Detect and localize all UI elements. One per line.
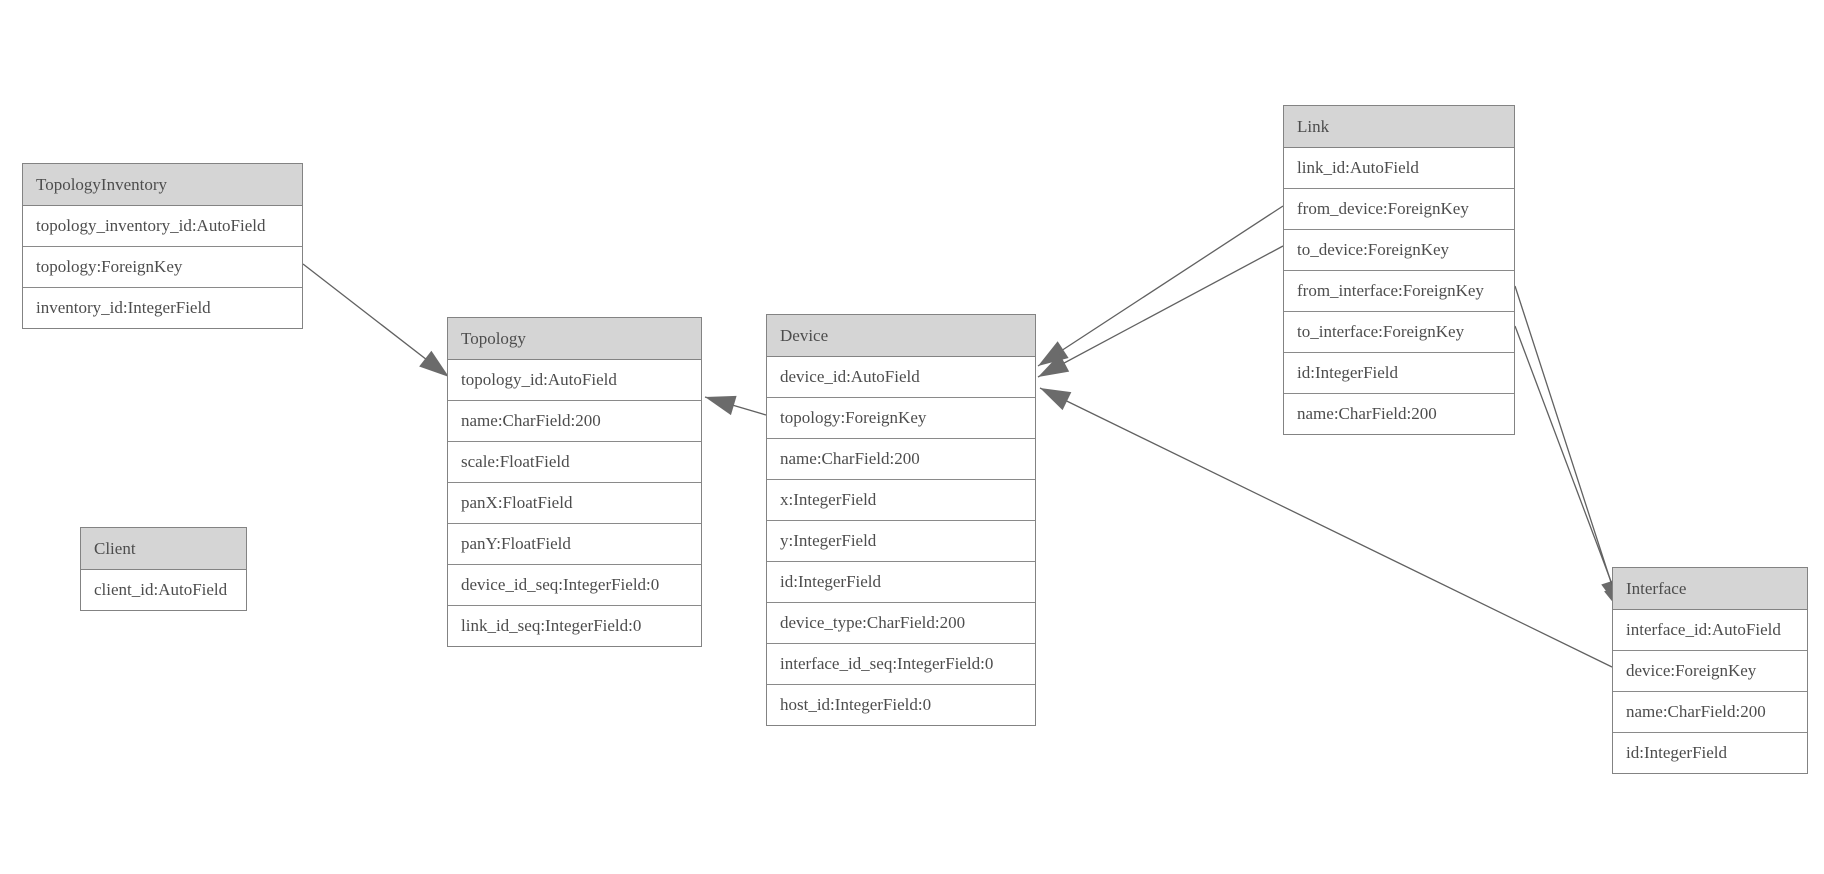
entity-field: name:CharField:200 xyxy=(448,401,701,442)
entity-field: topology:ForeignKey xyxy=(767,398,1035,439)
entity-field: x:IntegerField xyxy=(767,480,1035,521)
entity-field: panX:FloatField xyxy=(448,483,701,524)
entity-field: name:CharField:200 xyxy=(1284,394,1514,434)
arrowhead-icon xyxy=(419,350,449,377)
entity-field: name:CharField:200 xyxy=(1613,692,1807,733)
entity-field: from_interface:ForeignKey xyxy=(1284,271,1514,312)
arrowhead-icon xyxy=(705,395,737,416)
entity-field: to_device:ForeignKey xyxy=(1284,230,1514,271)
relationship-line xyxy=(1037,205,1284,367)
entity-field: id:IntegerField xyxy=(1284,353,1514,394)
entity-field: topology_id:AutoField xyxy=(448,360,701,401)
entity-field: y:IntegerField xyxy=(767,521,1035,562)
entity-field: interface_id:AutoField xyxy=(1613,610,1807,651)
entity-field: topology:ForeignKey xyxy=(23,247,302,288)
entity-title: Client xyxy=(81,528,246,570)
entity-title: Topology xyxy=(448,318,701,360)
entity-field: id:IntegerField xyxy=(767,562,1035,603)
relationship-line xyxy=(1039,387,1613,668)
relationship-line xyxy=(1514,325,1625,617)
entity-title: TopologyInventory xyxy=(23,164,302,206)
entity-field: topology_inventory_id:AutoField xyxy=(23,206,302,247)
entity-field: inventory_id:IntegerField xyxy=(23,288,302,328)
entity-field: from_device:ForeignKey xyxy=(1284,189,1514,230)
arrowhead-icon xyxy=(1038,354,1070,377)
entity-field: link_id_seq:IntegerField:0 xyxy=(448,606,701,646)
entity-field: device_type:CharField:200 xyxy=(767,603,1035,644)
entity-field: host_id:IntegerField:0 xyxy=(767,685,1035,725)
entity-field: name:CharField:200 xyxy=(767,439,1035,480)
arrowhead-icon xyxy=(1040,388,1072,411)
entity-field: device:ForeignKey xyxy=(1613,651,1807,692)
entity-title: Device xyxy=(767,315,1035,357)
entity-field: device_id:AutoField xyxy=(767,357,1035,398)
entity-field: client_id:AutoField xyxy=(81,570,246,610)
entity-field: panY:FloatField xyxy=(448,524,701,565)
relationship-line xyxy=(302,263,450,378)
entity-field: id:IntegerField xyxy=(1613,733,1807,773)
relationship-line xyxy=(1037,245,1284,378)
entity-field: scale:FloatField xyxy=(448,442,701,483)
entity-field: device_id_seq:IntegerField:0 xyxy=(448,565,701,606)
entity-field: link_id:AutoField xyxy=(1284,148,1514,189)
entity-title: Interface xyxy=(1613,568,1807,610)
relationship-line xyxy=(1514,285,1621,611)
entity-field: interface_id_seq:IntegerField:0 xyxy=(767,644,1035,685)
entity-title: Link xyxy=(1284,106,1514,148)
entity-field: to_interface:ForeignKey xyxy=(1284,312,1514,353)
